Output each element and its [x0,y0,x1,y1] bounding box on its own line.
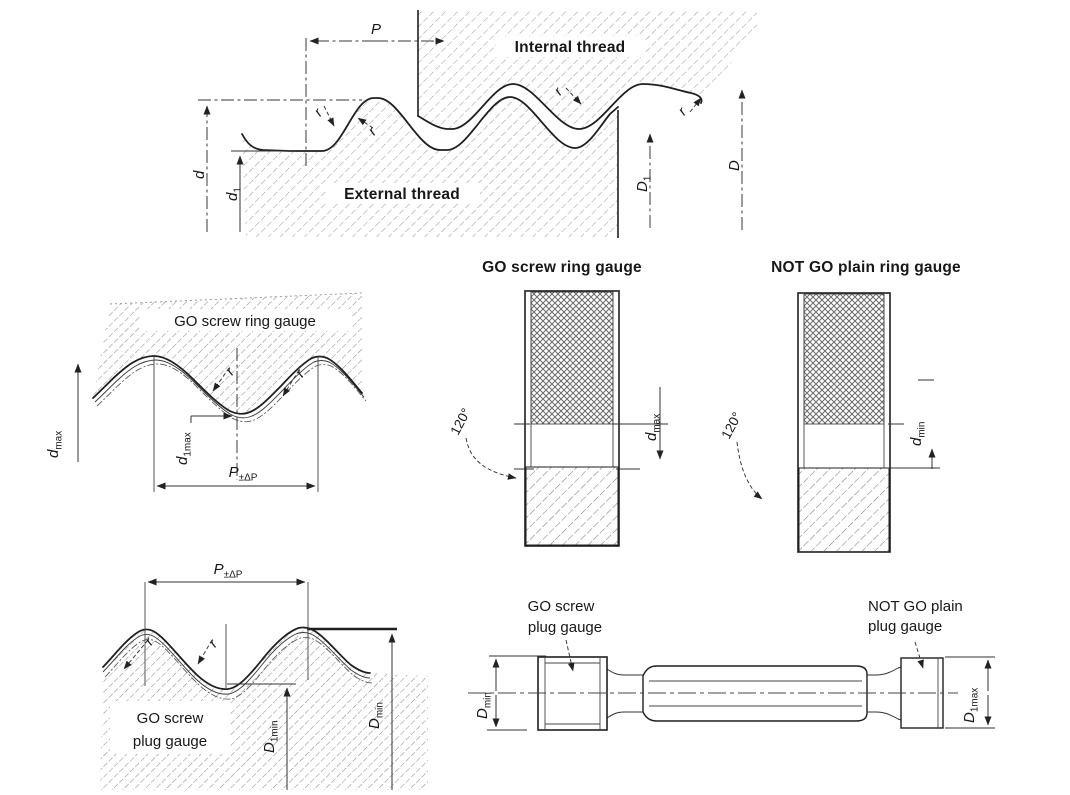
notgo-ring-knurl [803,293,885,425]
go-plug-label-line2: plug gauge [528,619,602,636]
tolerance-profile [94,359,365,419]
go-plug-leader [565,639,575,672]
go-ring-knurl [530,291,614,425]
dmin-label: dmin [908,422,928,446]
notgo-plug-leader [914,641,924,669]
d1max-label: D1max [961,688,981,723]
external-label-backing [326,183,480,203]
pitch-tolerance-label: P±ΔP [214,561,243,581]
pitch-tolerance-label: P±ΔP [229,464,258,484]
angle-label: 120° [447,406,473,438]
notgo-plug-label-line2: plug gauge [868,618,942,635]
d-major-label: D [726,160,743,171]
go-ring-gauge-profile: P±ΔP d1max dmax r r GO screw ring gauge [45,292,367,492]
gauge-thread-profile [102,626,371,690]
d1-label: d1 [224,187,244,201]
pitch-dimension: P [305,21,445,168]
go-plug-profile-title-line2: plug gauge [133,733,207,750]
dmin-label: Dmin [474,692,494,719]
design-profile [96,363,367,423]
design-profile [104,637,373,700]
plug-gauge-assembly: Dmin D1max GO screw plug gauge NOT GO pl… [468,598,995,731]
right-neck [867,666,902,721]
go-ring-section [525,466,619,546]
d-label: d [191,170,208,179]
internal-thread-profile [417,83,703,130]
go-ring-profile-title: GO screw ring gauge [174,313,316,330]
dmax-label: dmax [45,431,65,458]
go-plug-profile-title-line1: GO screw [137,710,204,727]
left-neck [606,668,645,719]
notgo-plug-label-line1: NOT GO plain [868,598,963,615]
handle-facets [649,680,862,707]
go-plug-label-line1: GO screw [528,598,595,615]
notgo-ring-section [798,467,890,553]
r-label: r [674,103,690,118]
go-ring-gauge-view: GO screw ring gauge dmax 120° [447,259,668,547]
go-plug-gauge-profile: P±ΔP GO screw plug gauge D1min Dmin r r [100,561,428,790]
sketch-top-edge [109,292,363,305]
external-thread-profile [241,96,619,152]
angle-leader [465,437,517,480]
angle-leader [736,441,763,500]
go-ring-title: GO screw ring gauge [482,259,642,276]
title-backing [140,309,352,331]
internal-thread-label: Internal thread [515,39,626,56]
tolerance-profile [102,632,371,695]
gauge-thread-profile [92,355,363,415]
d1min-label: D1min [261,720,281,753]
notgo-ring-gauge-view: NOT GO plain ring gauge dmin 120° [718,259,961,553]
external-thread-label: External thread [344,186,460,203]
d1max-label: d1max [174,432,194,465]
internal-thread-body [418,10,757,129]
dmin-label: Dmin [366,702,386,729]
title-backing [110,701,230,754]
thread-engagement-diagram: P d d1 D1 D r r r r Internal thread Exte… [191,10,757,238]
internal-label-backing [496,36,644,57]
dmax-label: dmax [643,414,663,441]
angle-label: 120° [718,410,744,442]
pitch-label: P [371,21,381,38]
d1-internal-label: D1 [634,175,654,192]
notgo-ring-title: NOT GO plain ring gauge [771,259,961,276]
